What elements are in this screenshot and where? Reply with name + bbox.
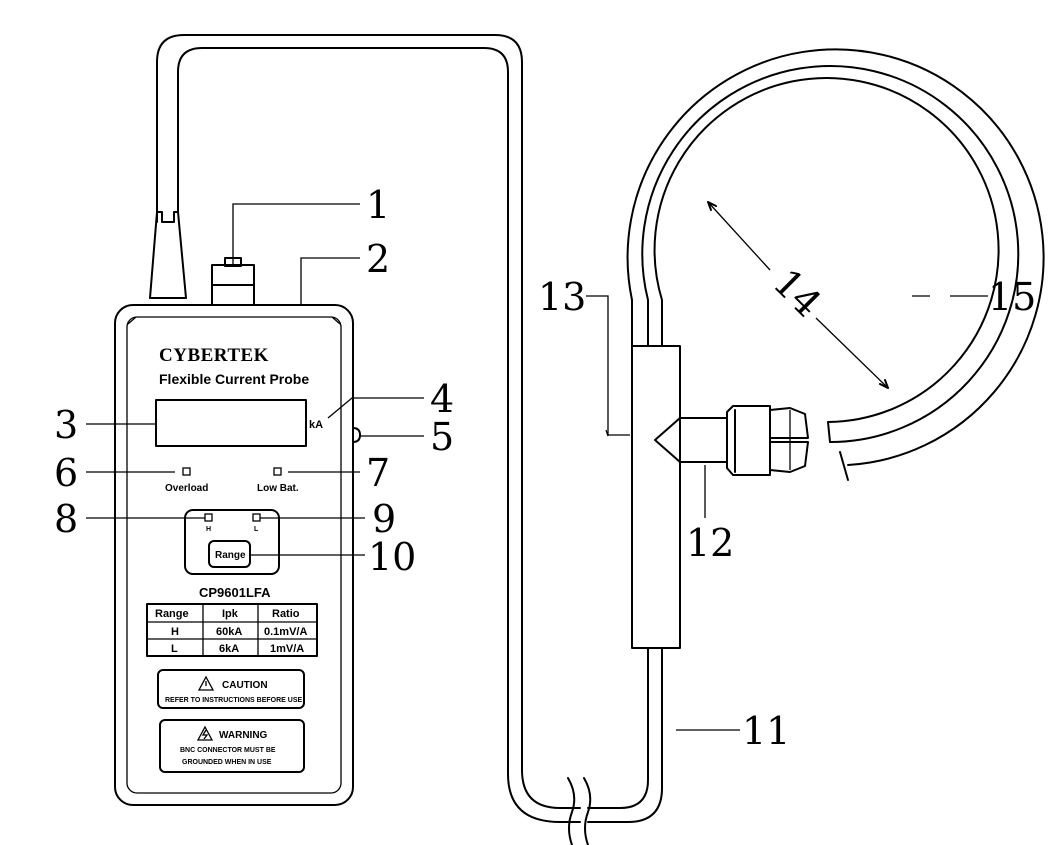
callout-12: 12 bbox=[686, 521, 734, 565]
high-range-led bbox=[204, 513, 213, 522]
cable-to-coil bbox=[587, 647, 649, 809]
caution-box bbox=[157, 669, 305, 709]
coil-latch-jaw bbox=[769, 407, 809, 439]
warning-icon bbox=[196, 725, 214, 741]
lcd-display bbox=[155, 399, 307, 447]
table-cell: H bbox=[171, 626, 179, 638]
table-cell: 0.1mV/A bbox=[264, 626, 307, 638]
callout-10: 10 bbox=[368, 535, 416, 579]
cable-break bbox=[583, 777, 592, 845]
range-button[interactable] bbox=[208, 540, 251, 568]
cable-to-coil bbox=[587, 647, 663, 823]
caution-icon bbox=[197, 675, 215, 691]
warning-box bbox=[159, 719, 305, 773]
callout-14: 14 bbox=[765, 260, 830, 325]
range-button-label: Range bbox=[215, 550, 246, 561]
brand-name: CYBERTEK bbox=[159, 345, 269, 366]
callout-13: 13 bbox=[538, 275, 586, 319]
table-cell: L bbox=[171, 643, 178, 655]
cable-outer bbox=[156, 34, 581, 809]
warning-title: WARNING bbox=[219, 730, 268, 741]
low-range-label: L bbox=[254, 526, 259, 533]
callout-8: 8 bbox=[54, 497, 78, 541]
coil-inner-2 bbox=[653, 77, 1000, 423]
warning-line1: BNC CONNECTOR MUST BE bbox=[180, 747, 276, 754]
high-range-label: H bbox=[206, 526, 211, 533]
callout-2: 2 bbox=[366, 237, 390, 281]
low-battery-label: Low Bat. bbox=[257, 483, 299, 494]
table-cell: 6kA bbox=[219, 643, 239, 655]
callout-3: 3 bbox=[54, 403, 78, 447]
callout-15: 15 bbox=[988, 275, 1036, 319]
probe-handle bbox=[631, 345, 681, 649]
table-header: Ratio bbox=[272, 608, 300, 620]
model-number: CP9601LFA bbox=[199, 585, 271, 600]
overload-led bbox=[182, 467, 191, 476]
callout-6: 6 bbox=[54, 451, 78, 495]
callout-9: 9 bbox=[372, 497, 396, 541]
low-battery-led bbox=[273, 467, 282, 476]
coil-outer bbox=[626, 48, 1045, 466]
side-jack bbox=[352, 427, 361, 443]
cable-inner bbox=[177, 47, 581, 823]
table-header: Range bbox=[155, 608, 189, 620]
caution-text: REFER TO INSTRUCTIONS BEFORE USE bbox=[165, 697, 302, 704]
caution-title: CAUTION bbox=[222, 680, 268, 691]
callout-11: 11 bbox=[742, 709, 790, 753]
coil-inner bbox=[641, 65, 1020, 443]
device-subtitle: Flexible Current Probe bbox=[159, 371, 309, 387]
warning-line2: GROUNDED WHEN IN USE bbox=[182, 759, 272, 766]
table-cell: 60kA bbox=[216, 626, 242, 638]
display-unit: kA bbox=[309, 419, 323, 431]
table-cell: 1mV/A bbox=[270, 643, 304, 655]
strain-relief bbox=[149, 211, 187, 299]
spec-table bbox=[146, 603, 318, 657]
handle-branch bbox=[679, 417, 728, 463]
overload-label: Overload bbox=[165, 483, 208, 494]
coil-latch bbox=[726, 405, 771, 476]
callout-4: 4 bbox=[430, 377, 454, 421]
cable-break bbox=[567, 777, 576, 845]
coil-latch-jaw bbox=[769, 441, 809, 473]
low-range-led bbox=[252, 513, 261, 522]
table-header: Ipk bbox=[222, 608, 239, 620]
callout-1: 1 bbox=[366, 183, 390, 227]
callout-7: 7 bbox=[366, 451, 390, 495]
range-panel bbox=[184, 509, 280, 575]
callout-5: 5 bbox=[430, 415, 454, 459]
